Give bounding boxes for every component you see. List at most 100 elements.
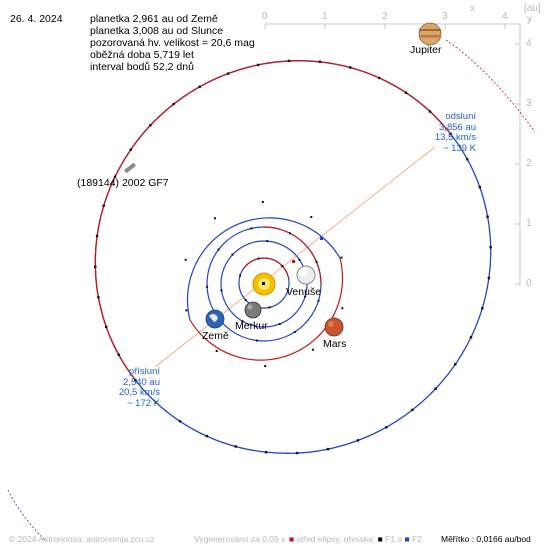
asteroid-orbit-point bbox=[385, 426, 388, 429]
planet-orbit-point bbox=[340, 256, 343, 259]
y-axis-symbol: y bbox=[527, 14, 532, 25]
asteroid-orbit-point bbox=[411, 408, 414, 412]
y-tick-label-1: 1 bbox=[526, 218, 532, 229]
planet-orbit-point bbox=[281, 265, 284, 267]
y-tick-label-4: 4 bbox=[526, 38, 532, 49]
aphelion-temp: ~ 139 K bbox=[442, 142, 476, 154]
asteroid-orbit-point bbox=[178, 420, 182, 423]
planet-orbit-point bbox=[184, 258, 187, 261]
planet-orbit-point bbox=[310, 216, 313, 218]
info-line-distance-sun: planetka 3,008 au od Slunce bbox=[90, 25, 224, 37]
planet-orbit-point bbox=[215, 350, 218, 352]
planet-orbit-point bbox=[341, 307, 344, 310]
asteroid-orbit-point bbox=[454, 363, 457, 366]
x-tick-label-1: 1 bbox=[322, 11, 328, 22]
perihelion-info: přísluní 2,540 au 20,5 km/s ~ 172 K bbox=[104, 366, 160, 410]
planet-orbit-point bbox=[213, 217, 216, 220]
asteroid-orbit-point bbox=[287, 59, 291, 63]
planet-orbit-point bbox=[257, 257, 260, 260]
planet-orbit-point bbox=[264, 365, 267, 367]
asteroid-orbit-point bbox=[94, 265, 97, 268]
perihelion-title: přísluní bbox=[128, 366, 160, 377]
ellipse-center-marker bbox=[292, 260, 295, 263]
axis-unit: [au] bbox=[524, 3, 541, 14]
perihelion-speed: 20,5 km/s bbox=[118, 387, 160, 399]
asteroid-orbit-point bbox=[154, 401, 158, 404]
asteroid-orbit-point bbox=[105, 325, 108, 329]
x-tick-label-2: 2 bbox=[382, 11, 388, 22]
planet-orbit-point bbox=[206, 285, 209, 288]
x-tick-label-4: 4 bbox=[502, 11, 508, 22]
planet-orbit-point bbox=[255, 339, 258, 342]
earth-orbit bbox=[206, 226, 322, 342]
y-tick-label-0: 0 bbox=[526, 278, 532, 289]
planet-orbit-point bbox=[312, 348, 315, 351]
asteroid-orbit-point bbox=[172, 102, 175, 106]
footer-generated: Vygenerováno za 0,09 s bbox=[194, 534, 286, 544]
jupiter bbox=[418, 22, 442, 46]
legend-f1-swatch: ■ bbox=[377, 534, 383, 544]
asteroid-orbit-point bbox=[478, 185, 481, 189]
asteroid-orbit-point bbox=[428, 110, 432, 113]
jupiter-orbit-arc-left bbox=[7, 489, 46, 541]
x-tick-label-0: 0 bbox=[262, 11, 268, 22]
asteroid-orbit-point bbox=[486, 215, 489, 218]
asteroid-orbit-point bbox=[95, 234, 99, 238]
asteroid-orbit-point bbox=[356, 439, 360, 442]
asteroid-orbit-point bbox=[134, 378, 137, 382]
planet-orbit-point bbox=[250, 227, 253, 230]
planet-orbit-point bbox=[289, 232, 291, 235]
mercury-label: Merkur bbox=[235, 320, 268, 332]
perihelion-distance: 2,540 au bbox=[123, 376, 160, 388]
info-line-magnitude: pozorovaná hv. velikost = 20,6 mag bbox=[90, 37, 255, 49]
planet-orbit-point bbox=[261, 201, 264, 203]
planet-orbit-point bbox=[244, 299, 247, 301]
planet-orbit-point bbox=[220, 289, 223, 292]
planet-orbit-point bbox=[293, 330, 296, 333]
asteroid-orbit-point bbox=[149, 124, 152, 127]
asteroid-orbit-point bbox=[205, 434, 208, 438]
perihelion-temp: ~ 172 K bbox=[126, 397, 160, 409]
planet-orbit-point bbox=[241, 320, 244, 323]
asteroid-orbit-point bbox=[234, 445, 237, 448]
asteroid-orbit-point bbox=[256, 63, 260, 67]
earth-label: Země bbox=[202, 330, 229, 342]
info-line-period: oběžná doba 5,719 let bbox=[90, 49, 194, 61]
y-tick-label-2: 2 bbox=[526, 158, 532, 169]
planet-orbit-point bbox=[278, 323, 281, 325]
asteroid-orbit-point bbox=[481, 307, 484, 310]
venus-label: Venuše bbox=[286, 286, 322, 298]
planet-orbit-point bbox=[286, 289, 289, 292]
x-axis-symbol: x bbox=[470, 3, 475, 14]
aphelion-title: odsluní bbox=[445, 111, 476, 122]
legend-f2-label: F2 bbox=[412, 534, 422, 544]
planet-orbit-point bbox=[231, 253, 234, 256]
asteroid-orbit-point bbox=[198, 85, 201, 88]
asteroid-orbit-point bbox=[434, 387, 437, 390]
asteroid-orbit-point bbox=[349, 66, 352, 69]
planet-orbit-point bbox=[217, 248, 220, 251]
asteroid-orbit-point bbox=[117, 353, 120, 356]
legend-center-label: střed elipsy, ohniska bbox=[296, 534, 373, 544]
aphelion-distance: 3,856 au bbox=[439, 121, 476, 133]
focus-f2-marker bbox=[320, 237, 323, 240]
aphelion-info: odsluní 3,856 au 13,5 km/s ~ 139 K bbox=[400, 111, 476, 155]
asteroid-orbit-point bbox=[326, 447, 330, 451]
mars-orbit bbox=[186, 217, 344, 361]
legend-f2-swatch: ■ bbox=[404, 534, 410, 544]
y-tick-label-3: 3 bbox=[526, 98, 532, 109]
planet-orbit-point bbox=[304, 295, 307, 298]
asteroid-orbit-point bbox=[489, 246, 492, 249]
planet-orbit-point bbox=[239, 274, 242, 277]
venus bbox=[296, 265, 316, 285]
mercury-orbit bbox=[238, 257, 290, 309]
asteroid-orbit-point bbox=[226, 72, 230, 75]
asteroid-orbit-point bbox=[404, 91, 408, 94]
jupiter-orbit-arc bbox=[445, 39, 536, 133]
asteroid-label: (189144) 2002 GF7 bbox=[77, 177, 169, 189]
apsis-line bbox=[154, 146, 436, 368]
mercury bbox=[244, 301, 262, 319]
date-label: 26. 4. 2024 bbox=[10, 13, 63, 25]
footer-scale: Měřítko : 0,0166 au/bod bbox=[441, 534, 531, 544]
planet-orbit-point bbox=[298, 258, 301, 261]
